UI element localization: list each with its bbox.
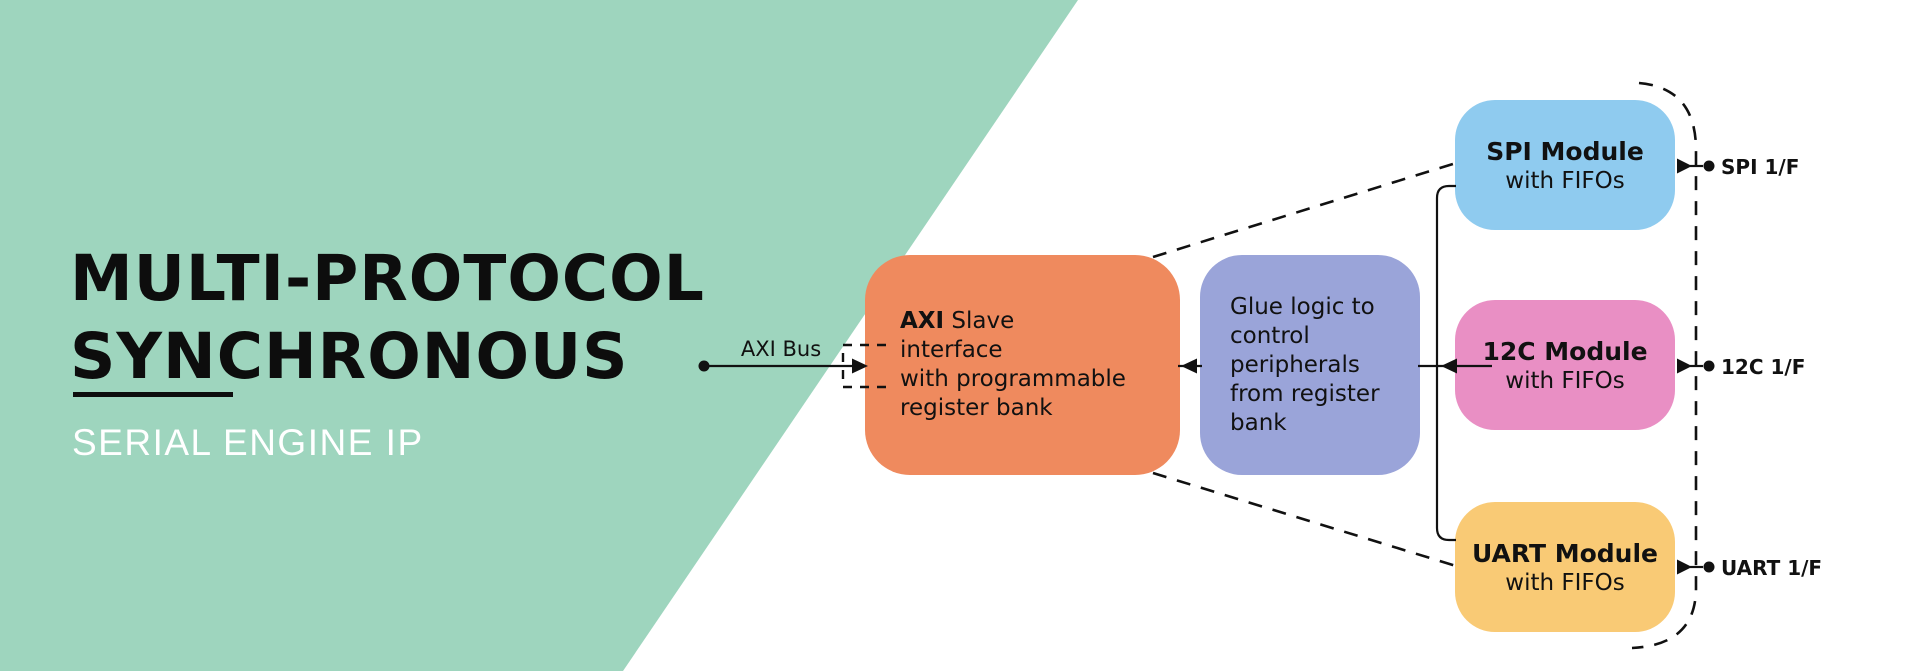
uart-module-name: UART Module <box>1471 538 1659 568</box>
uart-module-subtitle: with FIFOs <box>1505 569 1625 596</box>
title-underline <box>73 392 233 397</box>
spi-port-connector <box>1677 158 1715 174</box>
axi-slave-interface-label: AXI Slave interface with programmable re… <box>900 308 1126 421</box>
spi-module-box: SPI Module with FIFOs <box>1455 100 1675 230</box>
i2c-port-connector <box>1677 358 1715 374</box>
axi-to-glue-connector <box>1178 358 1202 374</box>
axi-bold-word: AXI <box>900 308 945 334</box>
axi-bus-label: AXI Bus <box>740 337 822 361</box>
right-arrowhead-icon <box>1677 559 1692 575</box>
left-arrowhead-icon <box>1181 358 1197 374</box>
right-arrowhead-icon <box>1677 158 1692 174</box>
title-line-2: SYNCHRONOUS <box>70 320 629 393</box>
right-arrowhead-icon <box>1677 358 1692 374</box>
uart-port-dot <box>1703 561 1715 573</box>
axi-slave-interface-box: AXI Slave interface with programmable re… <box>865 255 1180 475</box>
peripheral-bus-elbow <box>1435 184 1456 542</box>
title-line-1: MULTI-PROTOCOL <box>70 242 705 315</box>
i2c-port-dot <box>1703 360 1715 372</box>
i2c-module-box: 12C Module with FIFOs <box>1455 300 1675 430</box>
i2c-module-name: 12C Module <box>1482 336 1648 366</box>
spi-port-label: SPI 1/F <box>1721 155 1800 179</box>
dashed-line-to-uart <box>1152 471 1457 568</box>
i2c-module-subtitle: with FIFOs <box>1505 367 1625 394</box>
page-subtitle: SERIAL ENGINE IP <box>72 422 424 463</box>
i2c-port-label: 12C 1/F <box>1721 355 1806 379</box>
glue-logic-box: Glue logic to control peripherals from r… <box>1200 255 1420 475</box>
spi-port-dot <box>1703 160 1715 172</box>
uart-module-box: UART Module with FIFOs <box>1455 502 1675 632</box>
glue-logic-label: Glue logic to control peripherals from r… <box>1230 293 1380 436</box>
spi-module-subtitle: with FIFOs <box>1505 167 1625 194</box>
uart-port-label: UART 1/F <box>1721 556 1823 580</box>
spi-module-name: SPI Module <box>1486 136 1644 166</box>
page-title: MULTI-PROTOCOL SYNCHRONOUS <box>70 240 705 396</box>
uart-port-connector <box>1677 559 1715 575</box>
dashed-line-to-spi <box>1152 161 1457 259</box>
